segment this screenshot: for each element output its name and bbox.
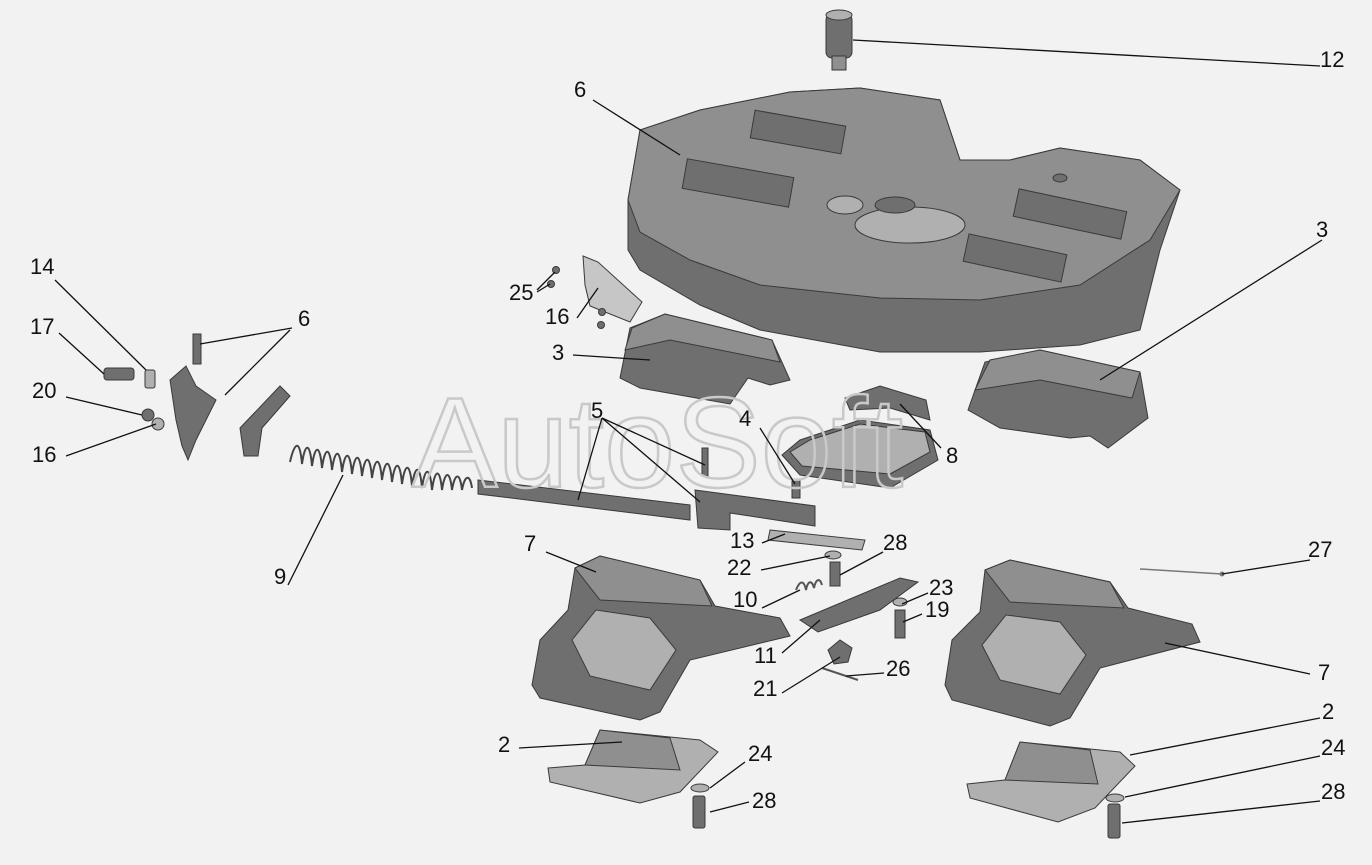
- callout-20: 20: [32, 378, 56, 403]
- callout-27: 27: [1308, 537, 1332, 562]
- callout-17: 17: [30, 314, 54, 339]
- callout-16: 16: [32, 442, 56, 467]
- callout-24: 24: [748, 741, 772, 766]
- part-16-cover-plate: [547, 255, 643, 329]
- part-7-right-bracket: [944, 559, 1201, 727]
- callout-labels: 12 6 3 14 6 25 16 17 3 20 5 4 16 8 9 13 …: [30, 47, 1345, 813]
- part-group-left-latch: [103, 333, 291, 462]
- part-3-right-bushing: [967, 349, 1149, 449]
- callout-24: 24: [1321, 735, 1345, 760]
- leader-lines: [54, 39, 1323, 824]
- part-6-coupling-plate: [627, 87, 1181, 353]
- callout-11: 11: [754, 643, 777, 668]
- part-5-lever-rod: [477, 447, 816, 531]
- callout-7: 7: [524, 531, 536, 556]
- callout-3: 3: [1316, 217, 1328, 242]
- callout-5: 5: [591, 398, 603, 423]
- part-8-wedge: [781, 385, 939, 489]
- callout-16: 16: [545, 304, 569, 329]
- callout-7: 7: [1318, 660, 1330, 685]
- callout-6: 6: [574, 77, 586, 102]
- part-2-left-pad: [547, 729, 719, 804]
- callout-28: 28: [1321, 779, 1345, 804]
- callout-8: 8: [946, 443, 958, 468]
- callout-19: 19: [925, 597, 949, 622]
- part-3-left-bushing: [619, 313, 791, 405]
- callout-21: 21: [753, 676, 777, 701]
- callout-2: 2: [1322, 699, 1334, 724]
- callout-25: 25: [509, 280, 533, 305]
- part-24-28-bolts: [690, 783, 1125, 839]
- callout-2: 2: [498, 732, 510, 757]
- part-group-center-small: [767, 529, 1225, 681]
- callout-10: 10: [733, 587, 757, 612]
- callout-12: 12: [1320, 47, 1344, 72]
- callout-13: 13: [730, 528, 754, 553]
- callout-9: 9: [274, 564, 286, 589]
- part-12-king-pin: [825, 9, 853, 71]
- callout-28: 28: [883, 530, 907, 555]
- callout-22: 22: [727, 555, 751, 580]
- callout-23: 23: [929, 575, 953, 600]
- callout-26: 26: [886, 656, 910, 681]
- callout-3: 3: [552, 340, 564, 365]
- callout-28: 28: [752, 788, 776, 813]
- callout-6: 6: [298, 306, 310, 331]
- callout-14: 14: [30, 254, 54, 279]
- part-9-spring: [289, 444, 473, 491]
- callout-4: 4: [739, 406, 751, 431]
- part-7-left-bracket: [531, 555, 791, 721]
- part-2-right-pad: [966, 741, 1136, 823]
